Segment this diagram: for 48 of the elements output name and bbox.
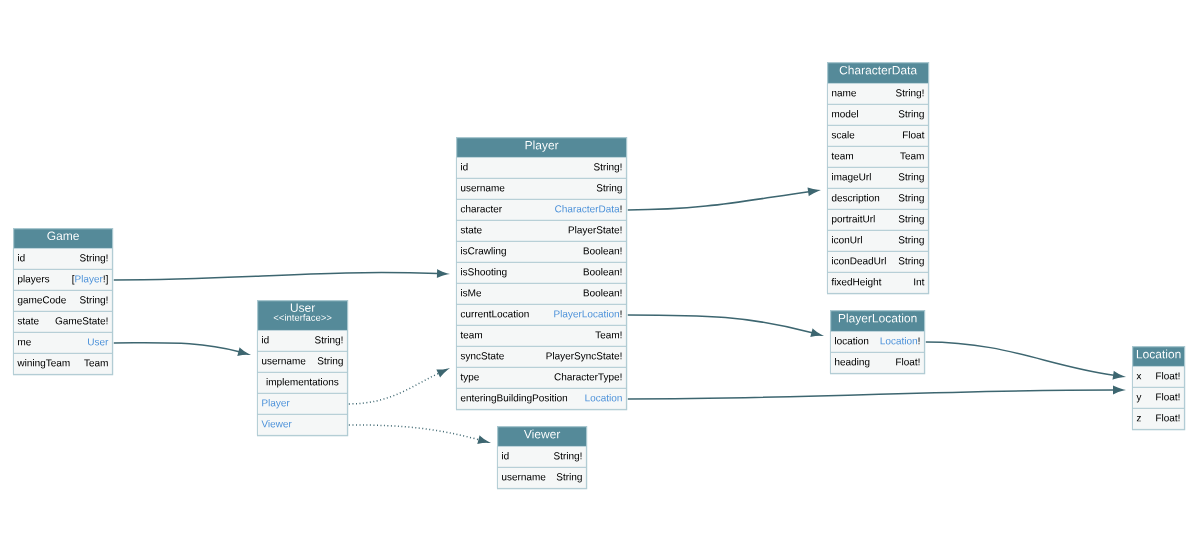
field-row: z Float! [1132,408,1185,430]
arrow [348,368,448,405]
field-row: name String! [827,83,929,105]
arrow [627,386,1124,400]
field-row: state GameState! [13,311,113,333]
field-row: id String! [497,446,587,468]
field-row: gameCode String! [13,290,113,312]
field-row: username String [257,351,348,373]
field-row: type CharacterType! [456,367,627,389]
field-row: players [Player!] [13,269,113,291]
field-row: winingTeam Team [13,353,113,375]
arrow [627,187,819,211]
arrow [627,314,822,337]
field-row: team Team [827,146,929,168]
field-row: iconDeadUrl String [827,251,929,273]
field-row: portraitUrl String [827,209,929,231]
field-row: heading Float! [830,352,925,374]
field-row: isMe Boolean! [456,283,627,305]
field-row: enteringBuildingPosition Location [456,388,627,410]
field-row: currentLocation PlayerLocation! [456,304,627,326]
field-row: syncState PlayerSyncState! [456,346,627,368]
field-row: iconUrl String [827,230,929,252]
field-row: x Float! [1132,366,1185,388]
field-row: fixedHeight Int [827,272,929,294]
field-row: id String! [257,330,348,352]
field-row: id String! [456,157,627,179]
field-row: scale Float [827,125,929,147]
field-row: character CharacterData! [456,199,627,221]
field-row: location Location! [830,331,925,353]
field-row: state PlayerState! [456,220,627,242]
field-row: description String [827,188,929,210]
field-row: me User [13,332,113,354]
field-row: Viewer [257,414,348,436]
field-row: model String [827,104,929,126]
field-row: isCrawling Boolean! [456,241,627,263]
field-row: isShooting Boolean! [456,262,627,284]
field-row: username String [456,178,627,200]
field-row: Player [257,393,348,415]
field-row: y Float! [1132,387,1185,409]
arrow [113,269,448,281]
arrow [348,424,489,444]
field-row: imageUrl String [827,167,929,189]
arrow [925,341,1124,380]
field-row: id String! [13,248,113,270]
field-row: username String [497,467,587,489]
field-row: team Team! [456,325,627,347]
field-row: implementations [257,372,348,394]
arrow [113,342,249,356]
